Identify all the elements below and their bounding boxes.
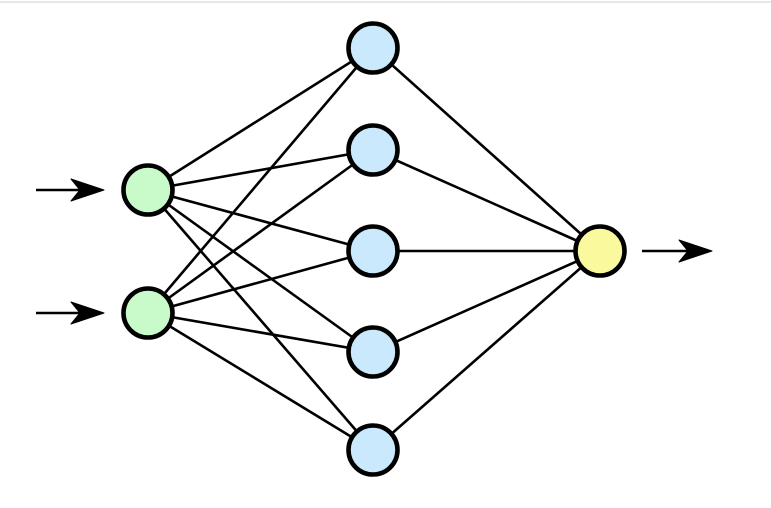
hidden-node-4 bbox=[346, 325, 400, 379]
edge-input-layer-2-to-hidden-layer-2 bbox=[147, 148, 374, 315]
edge-input-layer-1-to-hidden-layer-4 bbox=[147, 188, 374, 354]
hidden-node-3 bbox=[346, 224, 400, 278]
edge-input-layer-2-to-hidden-layer-1 bbox=[147, 47, 374, 314]
edge-hidden-layer-4-to-output-layer-1 bbox=[372, 249, 601, 354]
edge-input-layer-1-to-hidden-layer-5 bbox=[147, 189, 374, 451]
edge-input-layer-2-to-hidden-layer-3 bbox=[147, 249, 374, 315]
edge-hidden-layer-5-to-output-layer-1 bbox=[372, 250, 601, 451]
input-node-2 bbox=[121, 286, 175, 340]
input-arrow-2-head bbox=[70, 301, 105, 325]
edge-input-layer-2-to-hidden-layer-5 bbox=[147, 311, 374, 452]
edge-input-layer-2-to-hidden-layer-4 bbox=[147, 311, 374, 354]
hidden-node-5 bbox=[346, 423, 400, 477]
edge-input-layer-1-to-hidden-layer-1 bbox=[147, 46, 374, 192]
edge-input-layer-1-to-hidden-layer-3 bbox=[147, 188, 374, 253]
hidden-node-2 bbox=[346, 123, 400, 177]
output-node-1 bbox=[573, 224, 627, 278]
window-top-border bbox=[0, 1, 771, 3]
edge-input-layer-1-to-hidden-layer-2 bbox=[147, 148, 374, 192]
input-arrow-1-head bbox=[70, 178, 105, 202]
hidden-node-1 bbox=[346, 21, 400, 75]
output-arrow-head bbox=[678, 239, 713, 263]
input-node-1 bbox=[121, 163, 175, 217]
edge-hidden-layer-2-to-output-layer-1 bbox=[372, 148, 601, 253]
edge-hidden-layer-1-to-output-layer-1 bbox=[372, 47, 601, 252]
